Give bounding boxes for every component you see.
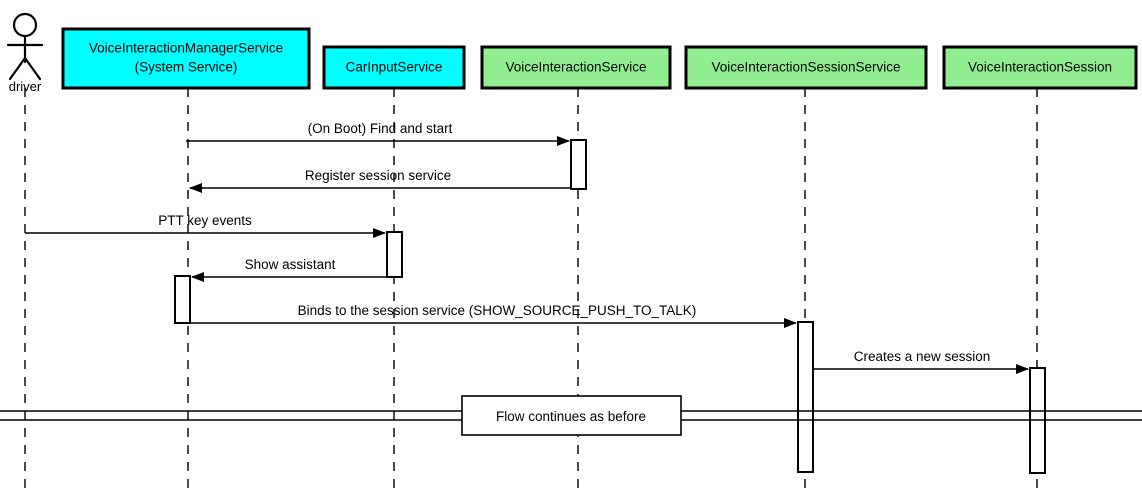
participant-actor-driver[interactable]: driver <box>6 12 44 94</box>
participant-box-vis[interactable]: VoiceInteractionService <box>480 45 672 90</box>
message-ptt-key-events[interactable]: PTT key events <box>25 213 386 238</box>
actor-head-icon <box>12 12 38 38</box>
message-label-m2: Register session service <box>305 168 451 183</box>
activation-bars-group <box>174 139 1046 474</box>
participant-box-rect-vims[interactable] <box>61 27 311 90</box>
actor-leg-left <box>8 56 27 81</box>
participant-box-rect-vsess-svc[interactable] <box>684 45 928 90</box>
note-flow-continues-as-before[interactable]: Flow continues as before <box>461 395 682 436</box>
message-label-m5: Binds to the session service (SHOW_SOURC… <box>298 303 697 318</box>
note-box-rect[interactable] <box>461 395 682 436</box>
participant-box-vsess-svc[interactable]: VoiceInteractionSessionService <box>684 45 928 90</box>
participant-box-vsess[interactable]: VoiceInteractionSession <box>942 45 1138 90</box>
activation-bar-carinput <box>386 231 403 278</box>
activation-bar-vims <box>174 275 191 324</box>
time-skip-delimiter <box>0 410 1142 421</box>
participant-label-vsess: VoiceInteractionSession <box>968 60 1112 75</box>
message-label-m4: Show assistant <box>245 257 336 272</box>
message-label-m3: PTT key events <box>158 213 252 228</box>
actor-label-driver: driver <box>9 79 42 94</box>
message-label-m1: (On Boot) Find and start <box>308 121 453 136</box>
message-show-assistant[interactable]: Show assistant <box>191 257 387 282</box>
participant-box-carinput[interactable]: CarInputService <box>322 45 466 90</box>
message-label-m6: Creates a new session <box>854 349 991 364</box>
participant-label-vis: VoiceInteractionService <box>505 60 646 75</box>
message-register-session-service[interactable]: Register session service <box>189 168 571 193</box>
participant-label-vims-line2: (System Service) <box>135 60 238 75</box>
actor-leg-right <box>23 56 42 81</box>
participant-box-rect-vsess[interactable] <box>942 45 1138 90</box>
participant-label-carinput: CarInputService <box>346 60 443 75</box>
message-on-boot-find-and-start[interactable]: (On Boot) Find and start <box>186 121 570 146</box>
activation-bar-vsess-svc <box>797 321 814 473</box>
participant-label-vims-line1: VoiceInteractionManagerService <box>89 41 283 56</box>
participant-box-rect-vis[interactable] <box>480 45 672 90</box>
participant-label-vsess-svc: VoiceInteractionSessionService <box>711 60 900 75</box>
message-binds-to-session-service[interactable]: Binds to the session service (SHOW_SOURC… <box>176 303 797 328</box>
participant-box-vims[interactable]: VoiceInteractionManagerService (System S… <box>61 27 311 90</box>
message-creates-a-new-session[interactable]: Creates a new session <box>814 349 1029 374</box>
activation-bar-vis <box>570 139 587 190</box>
note-box-label: Flow continues as before <box>496 409 646 424</box>
participant-box-rect-carinput[interactable] <box>322 45 466 90</box>
